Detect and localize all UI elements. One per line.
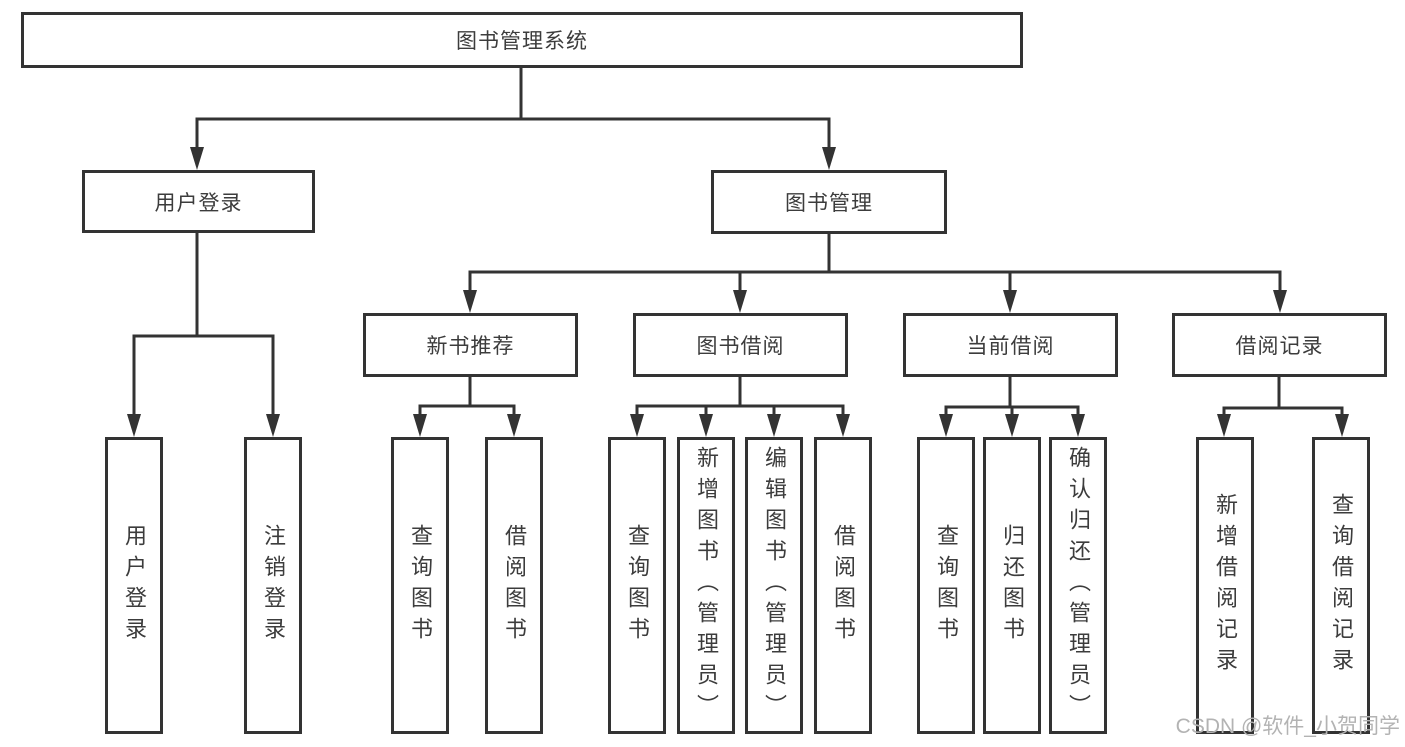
- node-book-borrow-label: 图书借阅: [696, 335, 785, 358]
- leaf-query-books-recommend-label: 查询图书: [408, 523, 433, 648]
- leaf-add-borrow-record-label: 新增借阅记录: [1213, 492, 1238, 679]
- leaf-borrow-books-label: 借阅图书: [831, 523, 856, 648]
- node-new-book-recommend-label: 新书推荐: [426, 335, 515, 358]
- node-current-borrow-label: 当前借阅: [966, 335, 1055, 358]
- leaf-user-login-label: 用户登录: [122, 523, 147, 648]
- node-book-management: 图书管理: [711, 170, 947, 234]
- leaf-edit-book-admin: 编辑图书（管理员）: [745, 437, 803, 734]
- leaf-return-book: 归还图书: [983, 437, 1041, 734]
- leaf-query-borrow-record: 查询借阅记录: [1312, 437, 1370, 734]
- leaf-logout-label: 注销登录: [261, 523, 286, 648]
- leaf-borrow-books-recommend: 借阅图书: [485, 437, 543, 734]
- node-root: 图书管理系统: [21, 12, 1023, 68]
- node-book-management-label: 图书管理: [785, 192, 873, 215]
- leaf-edit-book-admin-label: 编辑图书（管理员）: [762, 446, 787, 725]
- leaf-query-borrow-record-label: 查询借阅记录: [1329, 492, 1354, 679]
- leaf-confirm-return-admin-label: 确认归还（管理员）: [1066, 446, 1091, 725]
- leaf-query-books-borrow-label: 查询图书: [625, 523, 650, 648]
- connector-borrow-records-children: [1222, 375, 1344, 421]
- connector-root-to-level2: [195, 64, 831, 154]
- leaf-logout: 注销登录: [244, 437, 302, 734]
- connector-book-borrow-children: [635, 375, 845, 421]
- node-user-login-label: 用户登录: [154, 191, 243, 215]
- leaf-user-login: 用户登录: [105, 437, 163, 734]
- connector-user-login-children: [132, 231, 275, 421]
- node-root-label: 图书管理系统: [456, 30, 588, 53]
- node-borrow-records-label: 借阅记录: [1235, 335, 1324, 358]
- arrowheads: [127, 147, 1349, 437]
- leaf-add-book-admin: 新增图书（管理员）: [677, 437, 735, 734]
- node-borrow-records: 借阅记录: [1172, 313, 1387, 377]
- leaf-query-books-recommend: 查询图书: [391, 437, 449, 734]
- node-user-login: 用户登录: [82, 170, 315, 233]
- leaf-borrow-books-recommend-label: 借阅图书: [502, 523, 527, 648]
- leaf-query-books-current-label: 查询图书: [934, 523, 959, 648]
- leaf-borrow-books: 借阅图书: [814, 437, 872, 734]
- leaf-confirm-return-admin: 确认归还（管理员）: [1049, 437, 1107, 734]
- leaf-query-books-borrow: 查询图书: [608, 437, 666, 734]
- connector-book-management-children: [468, 232, 1282, 297]
- leaf-add-borrow-record: 新增借阅记录: [1196, 437, 1254, 734]
- csdn-watermark: CSDN @软件_小贺同学: [1175, 715, 1400, 738]
- node-book-borrow: 图书借阅: [633, 313, 848, 377]
- node-new-book-recommend: 新书推荐: [363, 313, 578, 377]
- connector-current-borrow-children: [944, 375, 1080, 421]
- connector-new-book-recommend-children: [418, 375, 516, 421]
- node-current-borrow: 当前借阅: [903, 313, 1118, 377]
- leaf-add-book-admin-label: 新增图书（管理员）: [694, 446, 719, 725]
- leaf-return-book-label: 归还图书: [1000, 523, 1025, 648]
- leaf-query-books-current: 查询图书: [917, 437, 975, 734]
